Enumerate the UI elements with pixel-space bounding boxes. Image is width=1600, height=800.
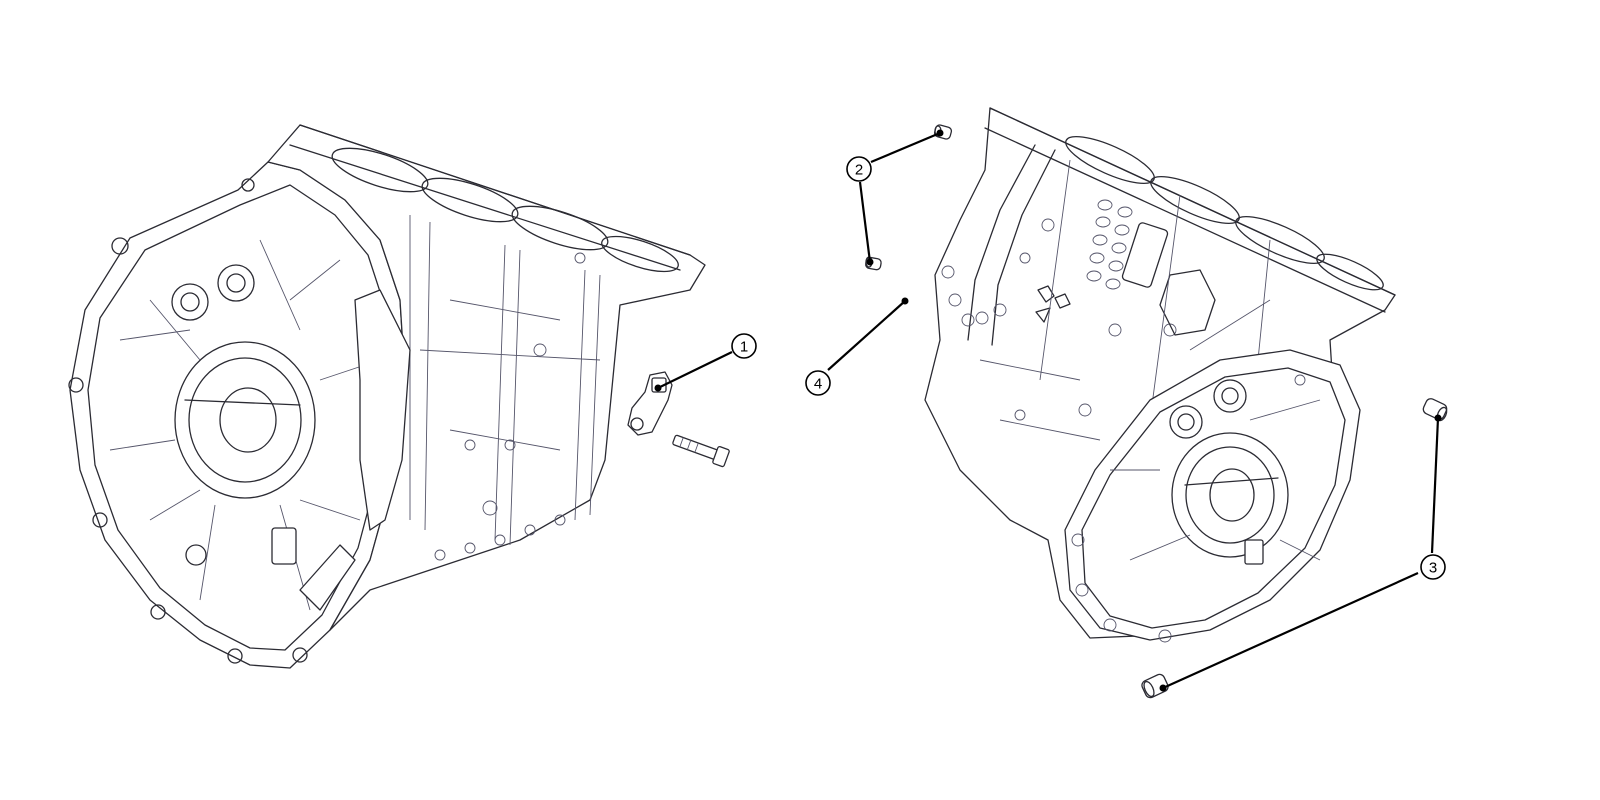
dowel-part-3-upper	[1422, 398, 1448, 422]
bosses-left	[171, 264, 255, 566]
engine-block-right	[924, 107, 1396, 643]
cylinder-bores-right	[1065, 136, 1384, 291]
flange-bolt-holes-left	[68, 178, 308, 664]
callout-1: 1	[731, 333, 757, 359]
callout-2-label: 2	[855, 162, 863, 179]
callout-4: 4	[805, 370, 831, 396]
flange-bolt-holes-right	[1071, 374, 1306, 643]
crankshaft-seal-bore-right	[1171, 432, 1289, 558]
leader-lines	[654, 129, 1442, 692]
callout-3: 3	[1420, 554, 1446, 580]
dowel-part-3-lower	[1141, 673, 1169, 699]
engine-block-left	[68, 124, 706, 669]
callout-4-label: 4	[814, 376, 822, 393]
cylinder-bores-left	[331, 147, 679, 273]
bolt-part-1	[672, 434, 730, 468]
callout-1-label: 1	[740, 339, 748, 356]
crankshaft-seal-bore-left	[174, 341, 316, 499]
part-1-assembly	[627, 371, 730, 468]
sensor-left	[271, 527, 297, 565]
callout-2: 2	[846, 156, 872, 182]
callout-3-label: 3	[1429, 560, 1437, 577]
side-plate-left	[354, 289, 411, 531]
cylinder-block-body-left	[267, 124, 706, 631]
emblem-right	[1035, 285, 1071, 323]
bosses-right	[1169, 379, 1247, 439]
gallery-plugs-right	[1086, 199, 1133, 290]
